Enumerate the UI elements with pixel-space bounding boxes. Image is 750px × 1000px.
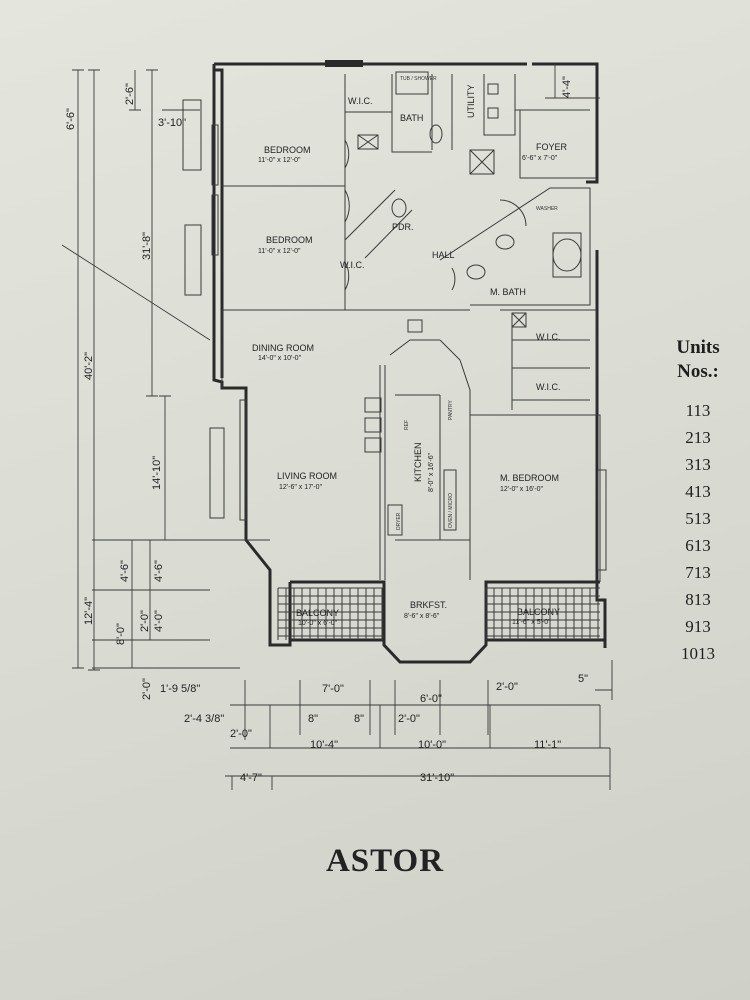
- unit-number: 113: [685, 401, 711, 420]
- appliance-label-ref: REF: [404, 420, 410, 430]
- room-size-brkfst: 8'-6" x 8'-6": [404, 613, 440, 620]
- dim-4-7: 4'-7": [240, 772, 262, 784]
- unit-number: 413: [685, 482, 711, 501]
- dim-10-4: 10'-4": [310, 739, 338, 751]
- dim-31-8: 31'-8": [141, 232, 153, 260]
- dim-2-0-d: 2'-0": [398, 713, 420, 725]
- room-label-wic-3: W.I.C.: [536, 332, 561, 342]
- windows: [182, 99, 607, 571]
- room-label-brkfst: BRKFST.: [410, 600, 447, 610]
- room-size-balcony-1: 10'-0" x 6'-0": [298, 620, 338, 627]
- fixture-label-tub-shower: TUB / SHOWER: [400, 76, 437, 82]
- room-label-wic-4: W.I.C.: [536, 382, 561, 392]
- room-label-utility: UTILITY: [466, 84, 476, 118]
- appliance-label-washer: WASHER: [536, 206, 558, 212]
- room-label-hall: HALL: [432, 250, 455, 260]
- unit-number: 813: [685, 590, 711, 609]
- unit-number-list: 113 213 313 413 513 613 713 813 913 1013: [662, 397, 734, 667]
- units-heading-line-2: Nos.:: [677, 361, 719, 382]
- room-size-bedroom-1: 11'-0" x 12'-0": [258, 157, 301, 164]
- room-label-balcony-1: BALCONY: [296, 608, 339, 618]
- room-labels: BEDROOM 11'-0" x 12'-0" BEDROOM 11'-0" x…: [252, 76, 568, 627]
- dim-6-0: 6'-0": [420, 693, 442, 705]
- dim-2-0-c: 2'-0": [230, 728, 252, 740]
- units-heading-line-1: Units: [676, 337, 720, 358]
- dim-4-6-b: 4'-6": [153, 560, 165, 582]
- room-label-wic-1: W.I.C.: [348, 96, 373, 106]
- room-label-kitchen: KITCHEN: [413, 442, 423, 482]
- dim-1-9-5-8: 1'-9 5/8": [160, 683, 200, 695]
- room-label-bedroom-1: BEDROOM: [264, 145, 311, 155]
- dim-2-0-b: 2'-0": [141, 678, 153, 700]
- room-size-foyer: 6'-6" x 7'-0": [522, 155, 558, 162]
- unit-number: 1013: [681, 644, 715, 663]
- room-label-wic-2: W.I.C.: [340, 260, 365, 270]
- balcony-grid-right: [485, 587, 600, 640]
- dim-8-0: 8'-0": [115, 623, 127, 645]
- appliance-label-dryer: DRYER: [396, 512, 402, 530]
- room-label-bedroom-2: BEDROOM: [266, 235, 313, 245]
- room-size-living: 12'-6" x 17'-0": [279, 484, 323, 491]
- fixtures: [344, 71, 582, 536]
- interior-walls: [221, 74, 601, 582]
- dim-left-6-6: 6'-6": [65, 108, 77, 130]
- dim-14-10: 14'-10": [151, 456, 163, 490]
- dim-8-a: 8": [308, 713, 318, 725]
- dim-12-4: 12'-4": [83, 597, 95, 625]
- room-label-living: LIVING ROOM: [277, 471, 337, 481]
- dim-3-10: 3'-10": [158, 117, 186, 129]
- dim-5: 5": [578, 673, 588, 685]
- room-label-balcony-2: BALCONY: [517, 607, 560, 617]
- room-label-mbath: M. BATH: [490, 287, 526, 297]
- room-size-balcony-2: 11'-6" x 5'-0": [512, 619, 551, 626]
- room-size-kitchen: 8'-0" x 16'-6": [428, 452, 435, 492]
- unit-number: 713: [685, 563, 711, 582]
- dim-4-6-a: 4'-6": [119, 560, 131, 582]
- room-label-pdr: PDR.: [392, 222, 414, 232]
- room-label-dining: DINING ROOM: [252, 343, 314, 353]
- dim-4-0: 4'-0": [153, 610, 165, 632]
- dim-11-1: 11'-1": [534, 739, 561, 751]
- room-size-dining: 14'-0" x 10'-0": [258, 355, 302, 362]
- appliance-label-pantry: PANTRY: [448, 400, 454, 420]
- dim-2-4-3-8: 2'-4 3/8": [184, 713, 224, 725]
- room-label-foyer: FOYER: [536, 142, 568, 152]
- room-size-mbedroom: 12'-0" x 16'-0": [500, 486, 544, 493]
- dim-2-0-a: 2'-0": [139, 610, 151, 632]
- room-label-bath: BATH: [400, 113, 423, 123]
- dim-2-0-e: 2'-0": [496, 681, 518, 693]
- dim-8-b: 8": [354, 713, 364, 725]
- appliance-label-oven: OVEN / MICRO: [448, 493, 454, 528]
- plan-title: ASTOR: [325, 843, 445, 879]
- unit-number: 513: [685, 509, 711, 528]
- room-size-bedroom-2: 11'-0" x 12'-0": [258, 248, 301, 255]
- dim-7-0: 7'-0": [322, 683, 344, 695]
- dim-left-2-6: 2'-6": [124, 83, 136, 105]
- dim-10-0: 10'-0": [418, 739, 446, 751]
- window-header: [325, 60, 363, 67]
- unit-number: 313: [685, 455, 711, 474]
- room-label-mbedroom: M. BEDROOM: [500, 473, 559, 483]
- dim-31-10: 31'-10": [420, 772, 454, 784]
- unit-number: 213: [685, 428, 711, 447]
- dim-top-right-4-4: 4'-4": [561, 76, 573, 98]
- balcony-grid-left: [277, 587, 384, 640]
- unit-number: 913: [685, 617, 711, 636]
- dimension-lines: [61, 64, 613, 790]
- dim-40-2: 40'-2": [83, 352, 95, 380]
- dimension-labels: 6'-6" 2'-6" 3'-10" 31'-8" 40'-2" 14'-10"…: [65, 76, 588, 784]
- unit-number: 613: [685, 536, 711, 555]
